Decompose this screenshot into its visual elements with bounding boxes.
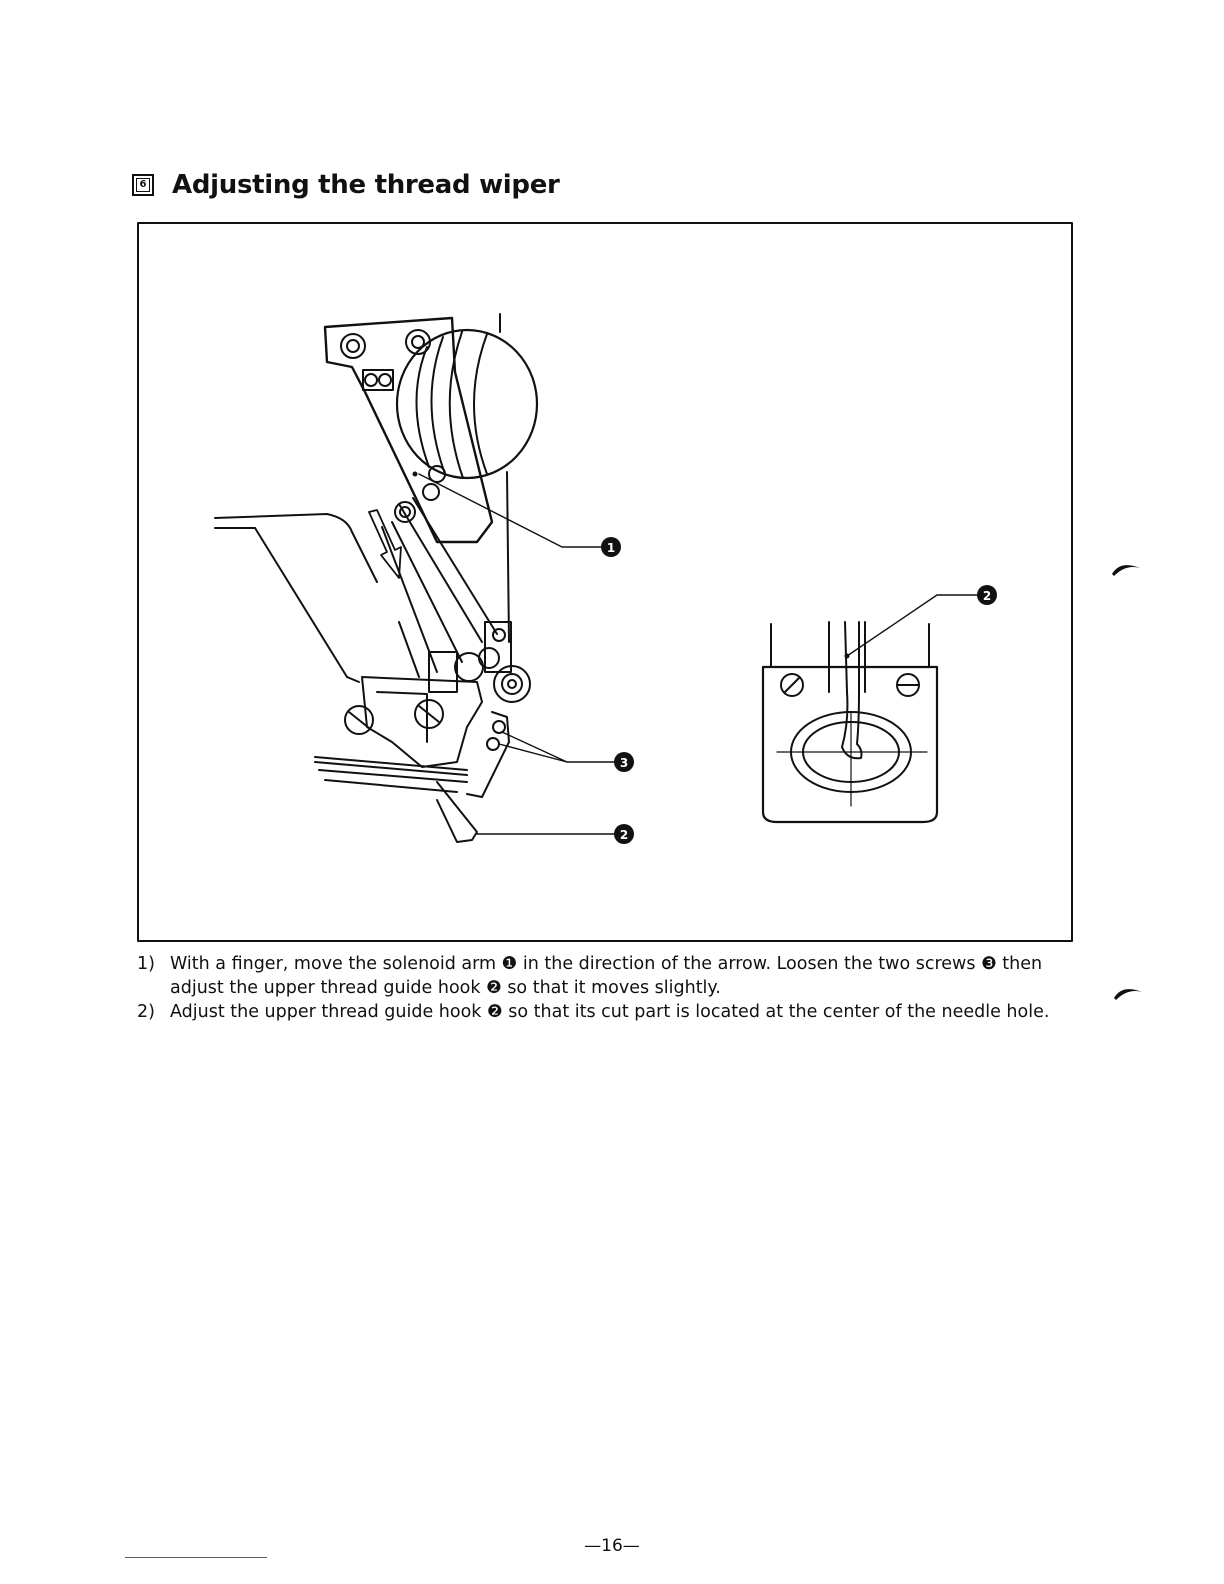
leader-line-3b — [498, 743, 568, 763]
figure-frame: 1 2 3 2 — [137, 222, 1073, 942]
svg-text:2: 2 — [620, 828, 628, 842]
section-title: Adjusting the thread wiper — [172, 170, 560, 200]
margin-mark-icon — [1114, 989, 1142, 1000]
margin-mark-icon — [1112, 565, 1140, 576]
callout-2-right: 2 — [977, 585, 997, 605]
step-text: Adjust the upper thread guide hook ❷ so … — [170, 1002, 1050, 1022]
page-number: —16— — [584, 1536, 640, 1556]
instruction-step: 1) With a finger, move the solenoid arm … — [137, 952, 1097, 1000]
section-number-box: 6 — [132, 174, 154, 196]
callout-3: 3 — [614, 752, 634, 772]
step-number: 2) — [137, 1002, 155, 1022]
needle-plate-drawing — [761, 621, 939, 824]
leader-line-3a — [501, 731, 621, 763]
mechanism-illustration: 1 2 3 2 — [137, 222, 1073, 942]
section-number: 6 — [136, 178, 150, 192]
step-number: 1) — [137, 954, 155, 974]
instruction-step: 2) Adjust the upper thread guide hook ❷ … — [137, 1000, 1097, 1024]
leader-line-2-right — [846, 594, 984, 657]
svg-text:1: 1 — [607, 541, 615, 555]
footer-rule — [125, 1557, 267, 1558]
svg-text:2: 2 — [983, 589, 991, 603]
leader-line-1 — [418, 473, 608, 548]
svg-text:3: 3 — [620, 756, 628, 770]
callout-2-left: 2 — [614, 824, 634, 844]
section-heading: 6 Adjusting the thread wiper — [132, 170, 560, 200]
callout-1: 1 — [601, 537, 621, 557]
step-text: With a finger, move the solenoid arm ❶ i… — [170, 954, 1043, 998]
instruction-list: 1) With a finger, move the solenoid arm … — [137, 952, 1097, 1024]
left-mechanism-drawing — [214, 313, 539, 843]
